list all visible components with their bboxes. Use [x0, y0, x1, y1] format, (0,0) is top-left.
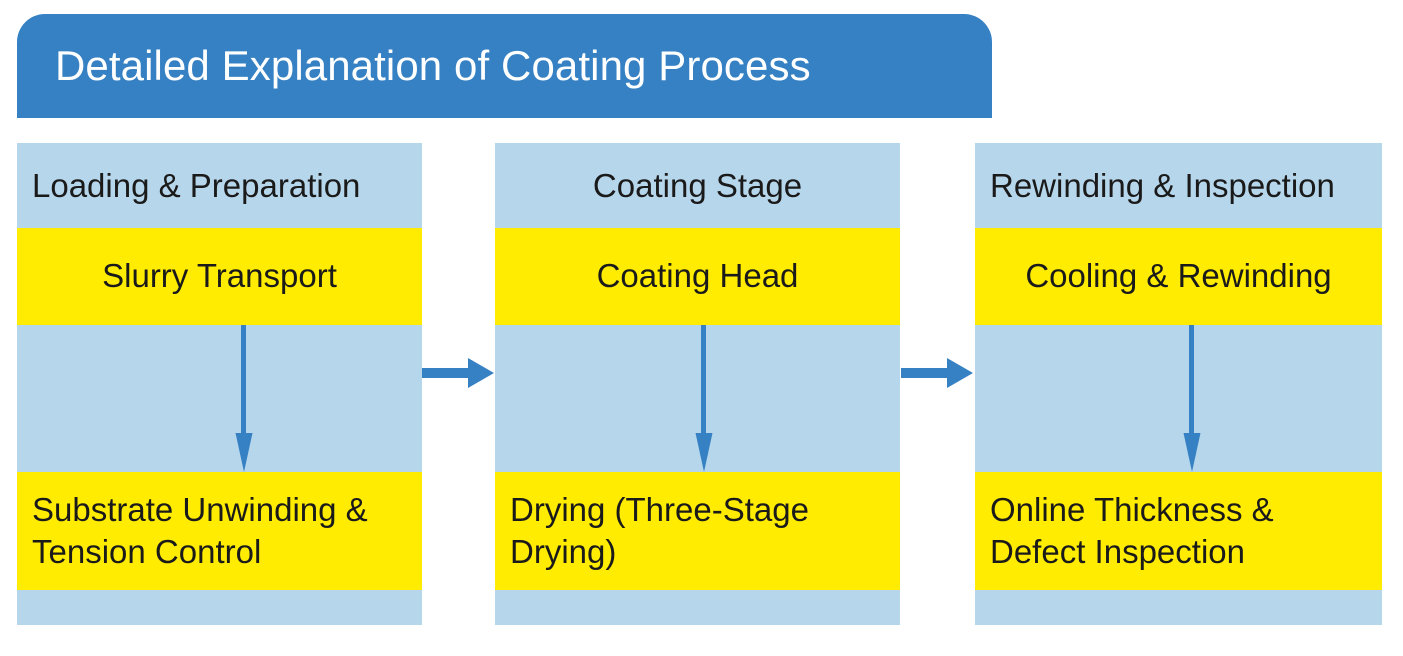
stage-header-rewinding-inspection: Rewinding & Inspection — [990, 166, 1335, 204]
step-substrate-unwinding-tension-control: Substrate Unwinding & Tension Control — [17, 472, 422, 590]
connector-arrow-stage1-to-stage2 — [422, 358, 494, 388]
step-coating-head: Coating Head — [495, 228, 900, 325]
stage-column-loading-preparation: Loading & Preparation Slurry Transport S… — [17, 143, 422, 625]
step-slurry-transport: Slurry Transport — [17, 228, 422, 325]
connector-arrow-stage2-to-stage3 — [901, 358, 973, 388]
step-drying-three-stage: Drying (Three-Stage Drying) — [495, 472, 900, 590]
page-title: Detailed Explanation of Coating Process — [55, 41, 811, 89]
vertical-arrow-down-stage-2 — [695, 325, 713, 472]
stage-header-coating-stage: Coating Stage — [592, 166, 803, 204]
stage-column-rewinding-inspection: Rewinding & Inspection Cooling & Rewindi… — [975, 143, 1382, 625]
stage-header-loading-preparation: Loading & Preparation — [32, 166, 361, 204]
step-cooling-rewinding: Cooling & Rewinding — [975, 228, 1382, 325]
title-banner: Detailed Explanation of Coating Process — [17, 14, 992, 118]
vertical-arrow-down-stage-3 — [1183, 325, 1201, 472]
vertical-arrow-down-stage-1 — [235, 325, 253, 472]
step-online-thickness-defect-inspection: Online Thickness & Defect Inspection — [975, 472, 1382, 590]
stage-column-coating-stage: Coating Stage Coating Head Drying (Three… — [495, 143, 900, 625]
